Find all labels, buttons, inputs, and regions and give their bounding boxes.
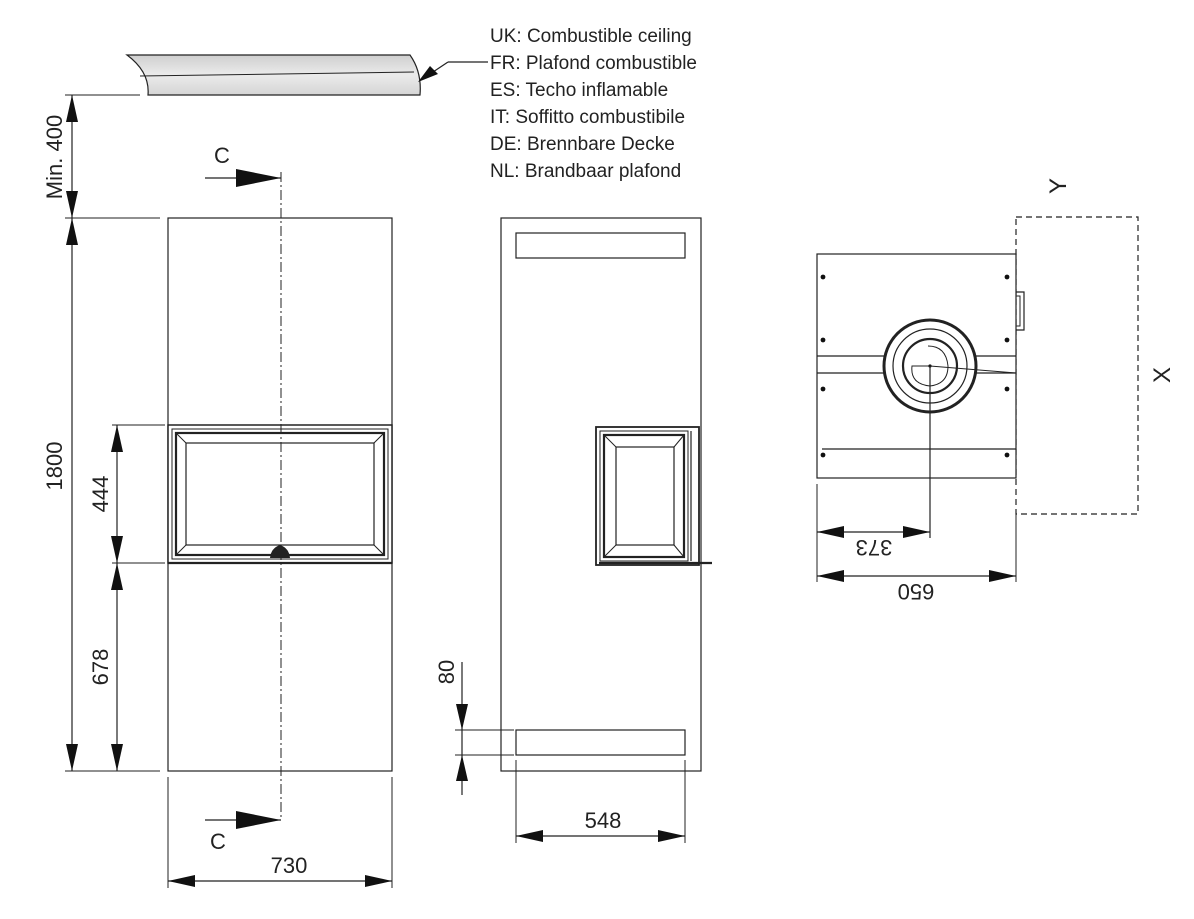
- axis-x-label: X: [1149, 367, 1176, 383]
- dim-door-height-label: 444: [88, 476, 113, 513]
- side-bottom-vent: [515, 729, 686, 756]
- legend-it: IT: Soffitto combustibile: [490, 107, 685, 128]
- dim-flue-offset-label: 373: [856, 535, 893, 560]
- dim-width-front-label: 730: [271, 853, 308, 878]
- side-firebox: [595, 426, 700, 566]
- dim-min-clearance-label: Min. 400: [42, 115, 67, 199]
- axis-y-label: Y: [1045, 178, 1072, 194]
- door-handle-icon: [270, 545, 290, 558]
- screw-icon: [1004, 452, 1010, 458]
- side-top-vent: [515, 232, 686, 259]
- legend-fr: FR: Plafond combustible: [490, 53, 697, 74]
- legend-de: DE: Brennbare Decke: [490, 134, 675, 155]
- side-view: [500, 217, 712, 772]
- ceiling-leader-arrow: [418, 61, 488, 82]
- dim-min-clearance: Min. 400: [42, 94, 160, 219]
- front-view: [167, 172, 393, 820]
- dim-total-height-label: 1800: [42, 442, 67, 491]
- dim-total-height: 1800: [42, 218, 160, 772]
- dim-width-side: 548: [515, 760, 686, 843]
- dim-base-height-label: 678: [88, 649, 113, 686]
- screw-icon: [820, 452, 826, 458]
- dim-depth-top: 650: [817, 514, 1017, 604]
- combustible-ceiling: [125, 54, 421, 96]
- dim-flue-offset: 373: [816, 484, 930, 582]
- dim-door-height: 444: [88, 424, 165, 564]
- legend-uk: UK: Combustible ceiling: [490, 26, 692, 47]
- dim-width-side-label: 548: [585, 808, 622, 833]
- top-handle-icon: [1016, 291, 1025, 331]
- legend-es: ES: Techo inflamable: [490, 80, 668, 101]
- section-marker-top-label: C: [214, 143, 230, 168]
- top-view: [816, 216, 1139, 538]
- screw-icon: [1004, 337, 1010, 343]
- ceiling-legend: UK: Combustible ceiling FR: Plafond comb…: [490, 26, 697, 182]
- screw-icon: [820, 337, 826, 343]
- legend-nl: NL: Brandbaar plafond: [490, 161, 681, 182]
- dim-depth-top-label: 650: [898, 579, 935, 604]
- screw-icon: [1004, 274, 1010, 280]
- section-marker-top: C: [205, 143, 281, 187]
- section-marker-bottom-label: C: [210, 829, 226, 854]
- front-firebox: [167, 424, 393, 564]
- dim-vent-height: 80: [434, 660, 514, 795]
- screw-icon: [820, 386, 826, 392]
- dim-width-front: 730: [167, 777, 393, 888]
- section-marker-bottom: C: [205, 811, 281, 854]
- top-clearance-zone: [1015, 216, 1139, 515]
- dim-base-height: 678: [88, 563, 123, 771]
- dim-vent-height-label: 80: [434, 660, 459, 684]
- screw-icon: [1004, 386, 1010, 392]
- screw-icon: [820, 274, 826, 280]
